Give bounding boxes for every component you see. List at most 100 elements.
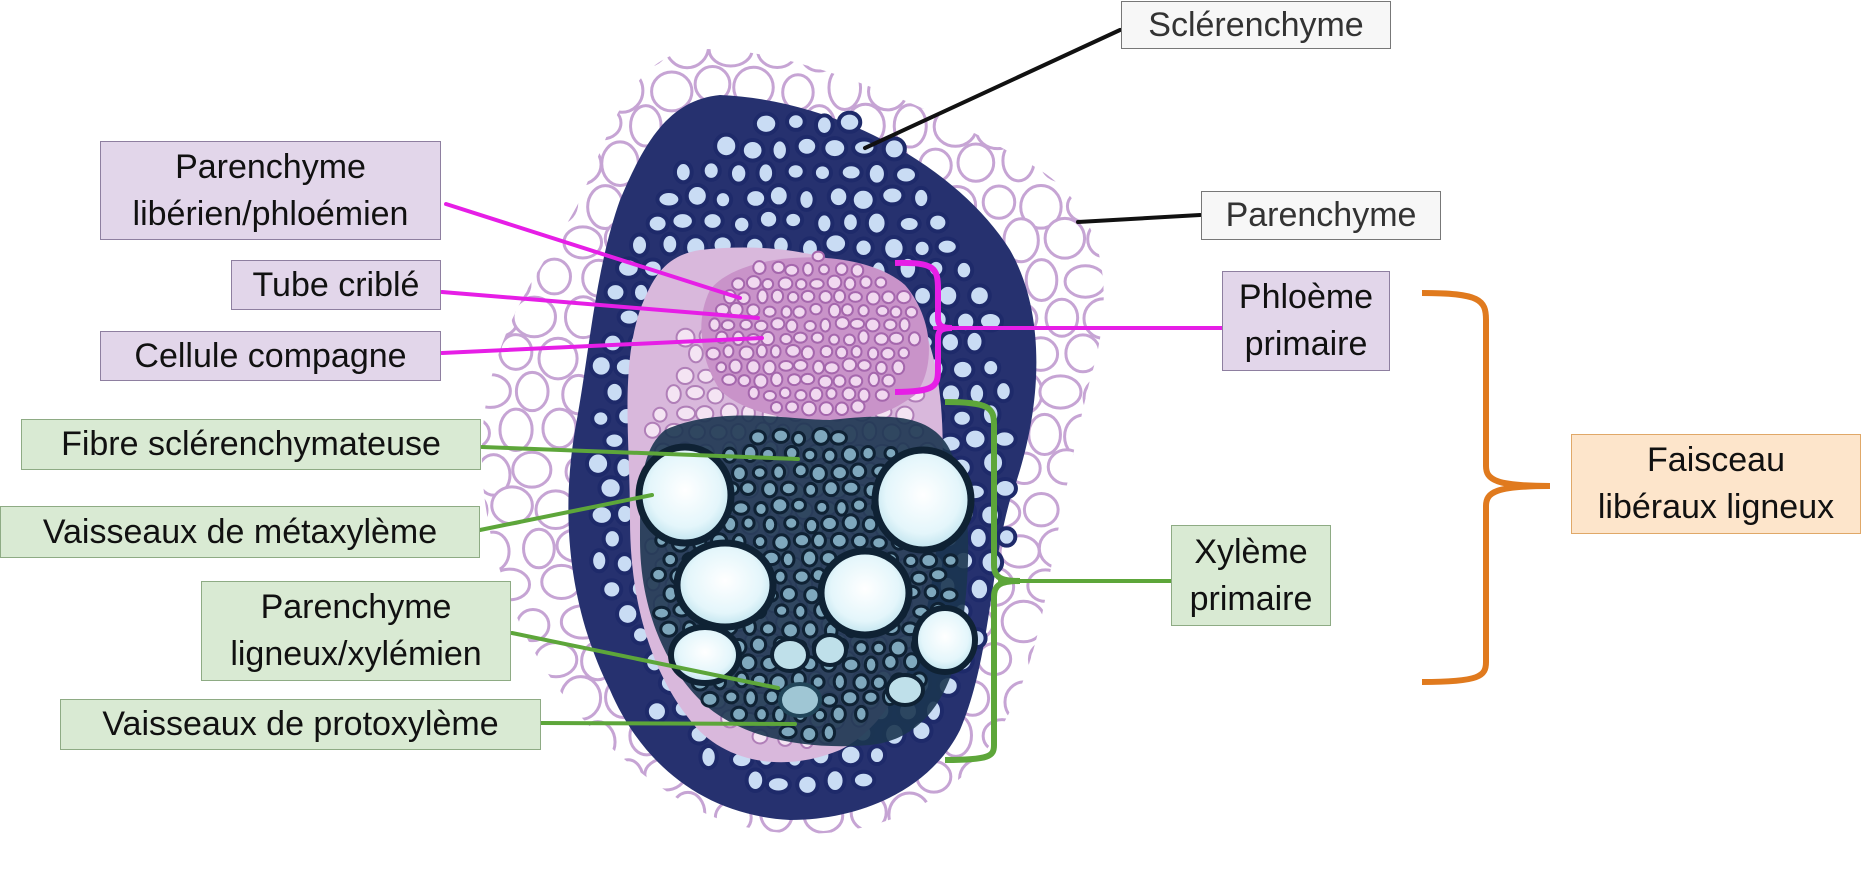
cell bbox=[865, 290, 881, 306]
cell bbox=[981, 718, 1023, 754]
cell bbox=[880, 346, 896, 361]
cell bbox=[978, 793, 1018, 834]
cell bbox=[808, 386, 824, 402]
cell bbox=[731, 464, 748, 483]
cell bbox=[770, 496, 790, 515]
cell bbox=[822, 231, 850, 256]
cell bbox=[850, 497, 868, 513]
cell bbox=[739, 138, 766, 163]
cell bbox=[819, 317, 832, 333]
cell bbox=[739, 480, 757, 496]
cell bbox=[1086, 681, 1104, 728]
cell bbox=[481, 302, 519, 339]
cell bbox=[777, 276, 794, 291]
cell bbox=[749, 635, 768, 654]
cell bbox=[801, 620, 819, 639]
cell bbox=[556, 68, 600, 104]
cell bbox=[644, 699, 669, 724]
cell bbox=[496, 49, 531, 73]
cell bbox=[963, 328, 986, 355]
cell bbox=[511, 450, 553, 489]
cell bbox=[847, 291, 863, 303]
cell bbox=[772, 533, 791, 552]
cell bbox=[481, 415, 491, 451]
cell bbox=[720, 319, 736, 332]
cell bbox=[867, 346, 880, 361]
cell bbox=[792, 331, 808, 344]
cell bbox=[1020, 105, 1064, 152]
cell bbox=[779, 332, 793, 346]
cell bbox=[747, 385, 760, 400]
cell bbox=[541, 407, 578, 450]
cell bbox=[1027, 641, 1063, 678]
cell bbox=[1065, 108, 1104, 154]
cell bbox=[834, 262, 849, 276]
cell bbox=[864, 209, 889, 237]
cell bbox=[794, 389, 808, 402]
cell bbox=[675, 366, 695, 386]
cell bbox=[1045, 756, 1081, 796]
cell bbox=[700, 690, 720, 708]
cell bbox=[981, 184, 1017, 220]
cell bbox=[814, 211, 835, 236]
cell bbox=[802, 261, 814, 277]
cell bbox=[809, 278, 825, 290]
cell bbox=[870, 535, 888, 551]
cell bbox=[495, 182, 534, 220]
cell bbox=[1003, 680, 1046, 724]
cell bbox=[770, 371, 784, 388]
cell bbox=[730, 705, 749, 723]
cell bbox=[840, 210, 861, 235]
cell bbox=[926, 211, 950, 234]
label-text: Cellule compagne bbox=[134, 336, 407, 375]
label-line-2: primaire bbox=[1244, 325, 1368, 363]
cell bbox=[708, 317, 721, 332]
leader-parenchyme-ligneux bbox=[510, 631, 780, 690]
cell bbox=[1022, 492, 1060, 528]
cell bbox=[854, 704, 869, 723]
cell bbox=[629, 232, 651, 258]
leader-fibre bbox=[480, 445, 800, 461]
leader-parenchyme-liberien bbox=[444, 202, 742, 300]
cell bbox=[803, 516, 820, 535]
cell bbox=[1019, 183, 1063, 230]
label-line-2: primaire bbox=[1189, 579, 1313, 618]
cell bbox=[481, 221, 514, 259]
cell bbox=[705, 346, 721, 361]
cell bbox=[744, 767, 767, 793]
cell bbox=[819, 344, 834, 359]
cell bbox=[793, 602, 808, 620]
cell bbox=[583, 105, 623, 141]
cell bbox=[823, 767, 847, 794]
cell bbox=[850, 344, 863, 359]
cell bbox=[818, 263, 830, 276]
cell bbox=[962, 426, 989, 452]
leader-metaxyleme bbox=[478, 493, 654, 532]
cell bbox=[803, 320, 817, 332]
cell bbox=[622, 791, 662, 832]
cell bbox=[781, 621, 800, 640]
label-line-2: libéraux ligneux bbox=[1597, 488, 1835, 526]
cell bbox=[1094, 454, 1104, 493]
cell bbox=[511, 295, 557, 339]
cell bbox=[871, 640, 887, 656]
cell bbox=[759, 621, 777, 637]
cell bbox=[833, 289, 847, 304]
cell bbox=[787, 373, 802, 387]
cell bbox=[852, 236, 875, 260]
cell bbox=[481, 102, 489, 143]
cell bbox=[800, 548, 819, 568]
cell bbox=[848, 49, 885, 71]
cell bbox=[1065, 189, 1104, 224]
cell bbox=[541, 182, 579, 224]
cell bbox=[1064, 333, 1102, 374]
cell bbox=[857, 304, 870, 318]
cell bbox=[536, 257, 572, 296]
cell bbox=[794, 134, 820, 158]
cell bbox=[826, 184, 851, 210]
cell bbox=[834, 401, 850, 416]
cell bbox=[866, 744, 888, 767]
cell bbox=[821, 136, 849, 161]
cell bbox=[602, 430, 627, 451]
